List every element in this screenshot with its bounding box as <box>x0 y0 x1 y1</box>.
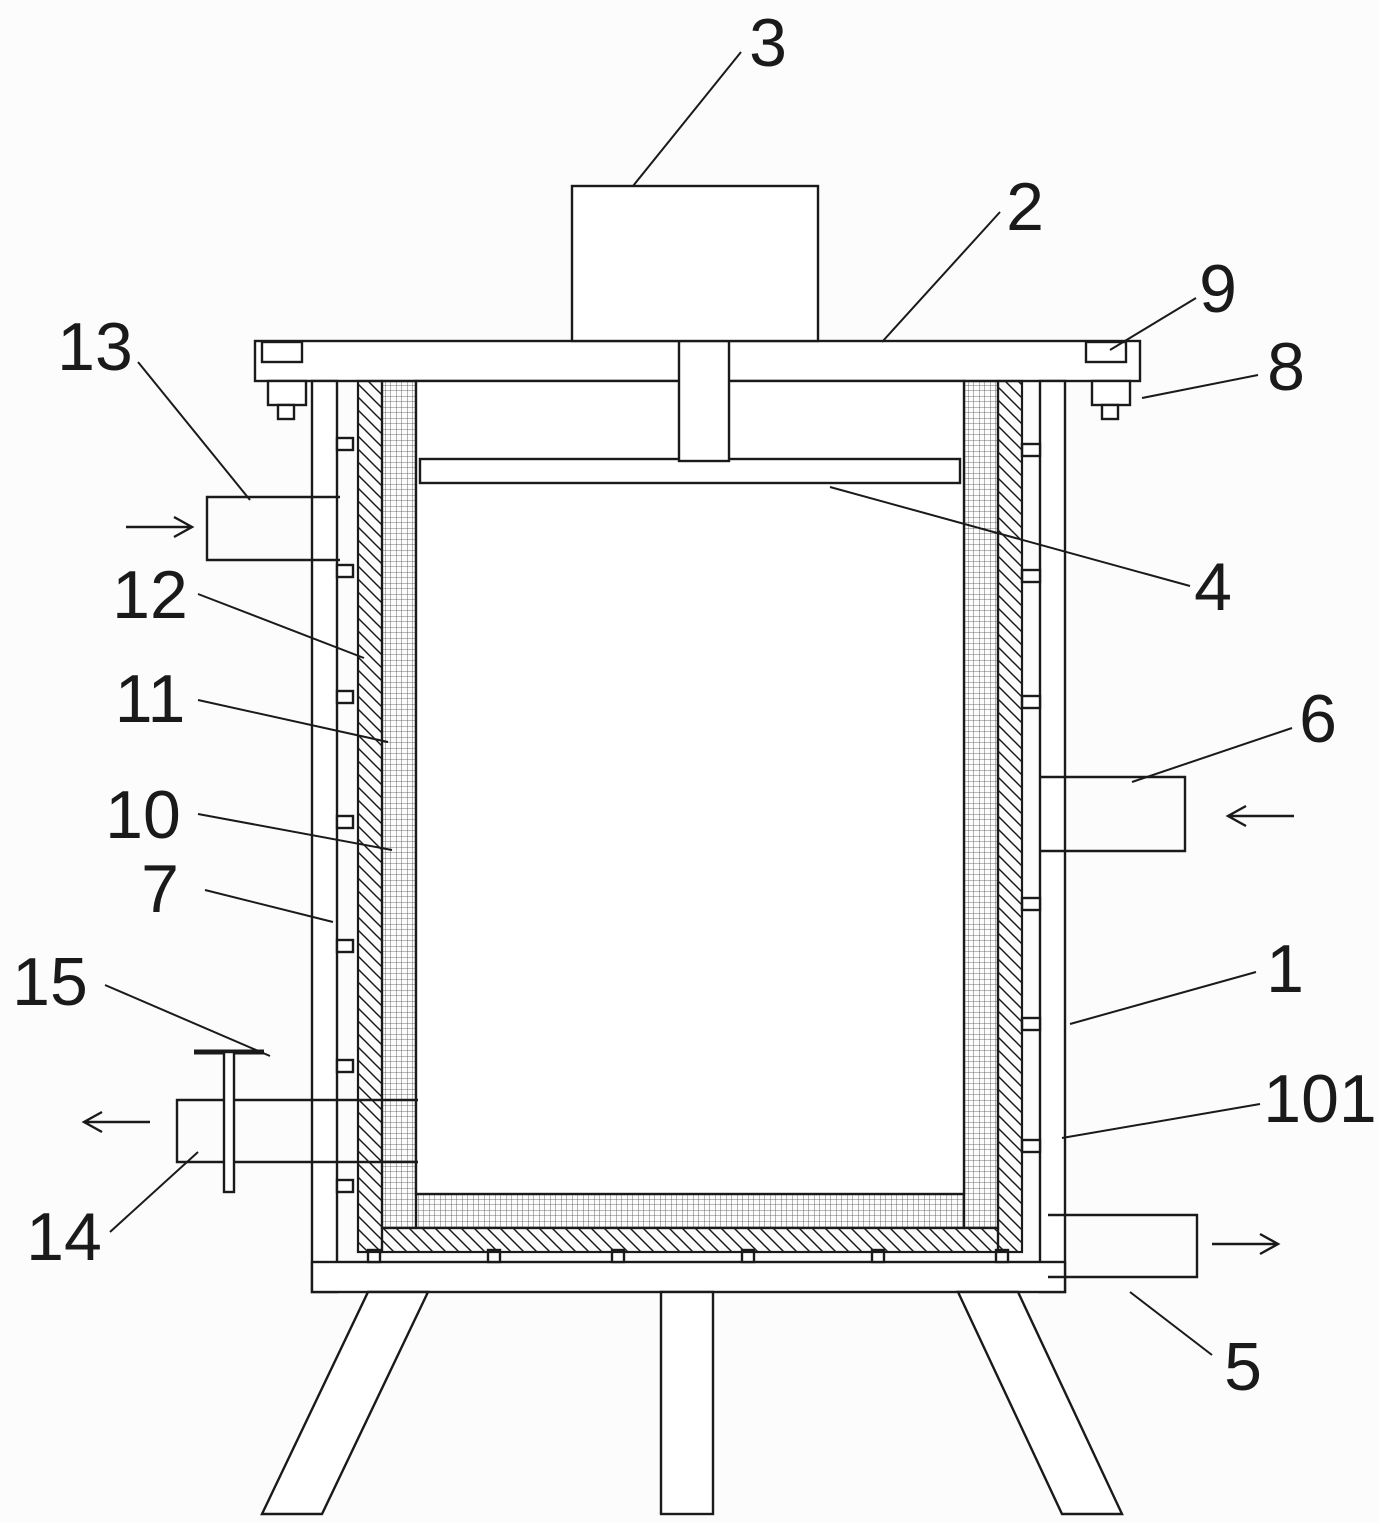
leader-line-2 <box>881 211 1001 343</box>
leader-line-15 <box>104 984 271 1057</box>
label-1: 1 <box>1266 931 1304 1007</box>
leader-line-10 <box>197 813 393 851</box>
label-13: 13 <box>57 309 133 385</box>
leader-line-1 <box>1069 971 1257 1025</box>
label-5: 5 <box>1224 1329 1262 1405</box>
mesh-layer-bottom <box>414 1192 966 1230</box>
leader-line-101 <box>1061 1103 1261 1139</box>
insulation-layer-left <box>356 379 384 1254</box>
flow-arrow-out-left-icon <box>81 1110 150 1134</box>
leader-line-8 <box>1141 374 1259 399</box>
leader-line-4 <box>829 486 1191 587</box>
label-6: 6 <box>1299 681 1337 757</box>
nut-right <box>1090 379 1132 407</box>
label-8: 8 <box>1267 329 1305 405</box>
leader-line-13 <box>137 361 251 501</box>
outer-wall-bottom <box>310 1260 1067 1294</box>
inlet-pipe-top-left <box>205 495 340 562</box>
wall-ribs-right <box>1020 442 1042 1154</box>
leader-line-12 <box>197 593 365 659</box>
inner-plate <box>418 457 962 485</box>
leader-line-9 <box>1109 297 1197 351</box>
support-leg-right <box>956 1290 1124 1516</box>
leader-line-7 <box>204 889 334 923</box>
mesh-layer-left <box>380 379 418 1230</box>
outlet-pipe-bottom-right <box>1048 1213 1199 1279</box>
flow-arrow-in-right-icon <box>1225 804 1294 828</box>
label-4: 4 <box>1194 549 1232 625</box>
leader-line-14 <box>109 1151 199 1233</box>
label-9: 9 <box>1199 251 1237 327</box>
label-11: 11 <box>115 661 186 737</box>
leader-line-5 <box>1129 1291 1213 1356</box>
support-leg-left <box>260 1290 430 1516</box>
label-15: 15 <box>12 944 88 1020</box>
label-3: 3 <box>749 5 787 81</box>
insulation-layer-bottom <box>380 1226 1000 1254</box>
flow-arrow-in-left-icon <box>126 515 195 539</box>
outlet-pipe-bottom-left <box>175 1098 418 1164</box>
motor-box <box>570 184 820 343</box>
leader-line-6 <box>1131 727 1293 783</box>
flow-arrow-out-right-icon <box>1212 1232 1281 1256</box>
outer-wall-right <box>1038 379 1067 1294</box>
label-12: 12 <box>112 557 188 633</box>
insulation-layer-right <box>996 379 1024 1254</box>
label-7: 7 <box>141 851 179 927</box>
label-14: 14 <box>26 1199 102 1275</box>
mesh-layer-right <box>962 379 1000 1230</box>
drive-shaft <box>677 339 731 463</box>
support-leg-middle <box>659 1290 715 1516</box>
wall-ribs-left <box>335 436 355 1194</box>
bolt-head-left <box>260 340 304 364</box>
leader-line-11 <box>197 699 389 743</box>
bolt-stub-right <box>1100 403 1120 421</box>
nut-left <box>266 379 308 407</box>
inner-chamber <box>414 379 966 1196</box>
label-10: 10 <box>105 777 181 853</box>
inlet-pipe-right <box>1040 775 1187 853</box>
leader-line-3 <box>632 51 742 187</box>
valve-stem <box>222 1050 236 1194</box>
label-101: 101 <box>1263 1061 1376 1137</box>
bolt-stub-left <box>276 403 296 421</box>
label-2: 2 <box>1006 169 1044 245</box>
